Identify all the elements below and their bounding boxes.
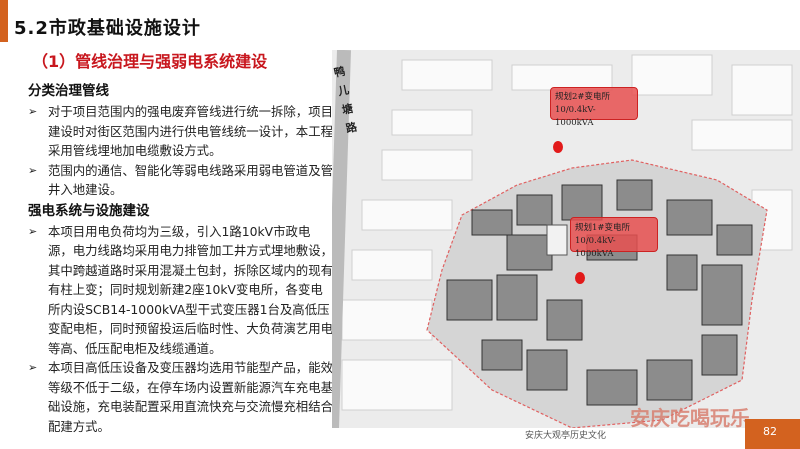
accent-bar xyxy=(0,0,8,42)
list-item: ➢对于项目范围内的强电废弃管线进行统一拆除，项目建设时对街区范围内进行供电管线统… xyxy=(28,102,333,161)
list-item: ➢范围内的通信、智能化等弱电线路采用弱电管道及管井入地建设。 xyxy=(28,161,333,200)
substation-2-marker xyxy=(553,141,563,153)
list-item: ➢本项目用电负荷均为三级，引入1路10kV市政电源，电力线路均采用电力排管加工井… xyxy=(28,222,333,359)
text-body: 分类治理管线 ➢对于项目范围内的强电废弃管线进行统一拆除，项目建设时对街区范围内… xyxy=(28,80,333,436)
substation-1-marker xyxy=(575,272,585,284)
arrow-bullet-icon: ➢ xyxy=(28,105,38,118)
arrow-bullet-icon: ➢ xyxy=(28,224,38,238)
footer-project-name: 安庆大观亭历史文化 xyxy=(525,431,607,441)
section-heading: 强电系统与设施建设 xyxy=(28,202,150,219)
section-heading: 分类治理管线 xyxy=(28,83,109,99)
watermark: 安庆吃喝玩乐 xyxy=(630,406,750,430)
page-title: 5.2市政基础设施设计 xyxy=(14,18,201,39)
page-number: 82 xyxy=(745,419,800,449)
list-item: ➢本项目高低压设备及变压器均选用节能型产品，能效等级不低于二级，在停车场内设置新… xyxy=(28,358,333,436)
arrow-bullet-icon: ➢ xyxy=(28,163,38,177)
section-subtitle: （1）管线治理与强弱电系统建设 xyxy=(32,52,268,71)
arrow-bullet-icon: ➢ xyxy=(28,361,38,374)
